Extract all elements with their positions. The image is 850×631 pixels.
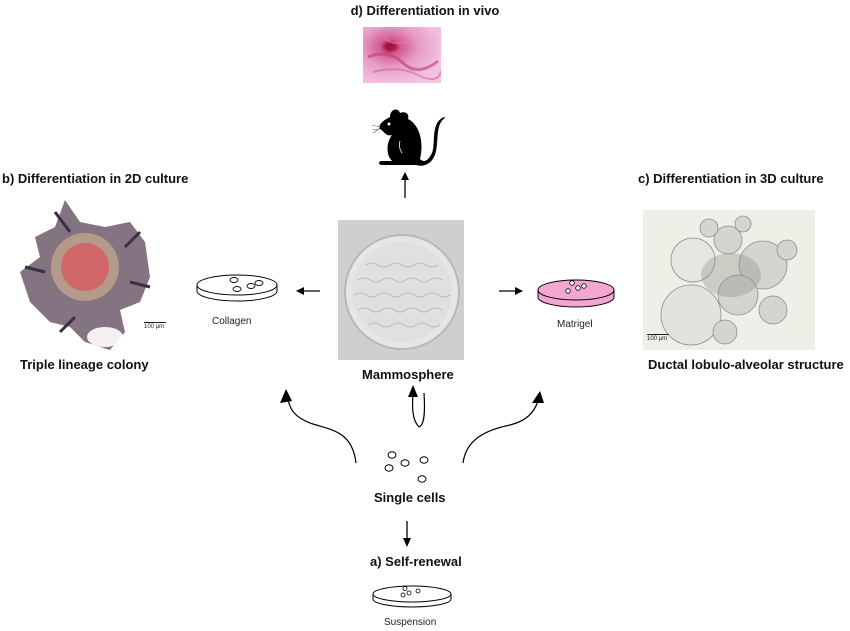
curved-arrows xyxy=(280,385,544,464)
arrow-left-to-collagen xyxy=(296,287,320,295)
arrow-down-to-self-renewal xyxy=(403,521,411,547)
scale-bar-3d: 100 µm xyxy=(647,334,669,342)
arrow-to-2d-culture xyxy=(287,398,357,464)
label-suspension: Suspension xyxy=(384,617,437,628)
label-single-cells: Single cells xyxy=(374,490,446,505)
label-matrigel: Matrigel xyxy=(557,319,593,330)
mouse-icon xyxy=(371,109,445,166)
matrigel-dish-icon xyxy=(537,279,615,308)
arrow-up-to-mouse xyxy=(401,172,409,198)
colony-drawing xyxy=(20,200,151,350)
collagen-dish-icon xyxy=(196,274,278,302)
scale-bar-2d: 100 µm xyxy=(144,322,166,330)
mammosphere-drawing xyxy=(344,234,460,350)
heading-3d-culture: c) Differentiation in 3D culture xyxy=(638,171,824,186)
heading-2d-culture: b) Differentiation in 2D culture xyxy=(2,171,189,186)
ductal-structure-image: 100 µm xyxy=(643,210,815,350)
heading-in-vivo: d) Differentiation in vivo xyxy=(350,3,500,18)
arrow-to-3d-culture xyxy=(462,400,539,464)
single-cells-icon xyxy=(384,451,429,483)
arrow-right-to-matrigel xyxy=(499,287,523,295)
caption-triple-lineage-colony: Triple lineage colony xyxy=(20,357,149,372)
mammosphere-image xyxy=(338,220,464,360)
triple-lineage-colony-image: 100 µm xyxy=(10,192,180,352)
ductal-drawing xyxy=(660,215,798,346)
label-mammosphere: Mammosphere xyxy=(362,367,454,382)
in-vivo-tissue-image xyxy=(363,27,441,83)
suspension-dish-icon xyxy=(372,585,452,608)
label-collagen: Collagen xyxy=(212,316,252,327)
heading-self-renewal: a) Self-renewal xyxy=(370,554,462,569)
caption-ductal-structure: Ductal lobulo-alveolar structure xyxy=(648,357,844,372)
tissue-texture xyxy=(367,36,441,81)
arrow-to-mammosphere xyxy=(418,392,426,428)
